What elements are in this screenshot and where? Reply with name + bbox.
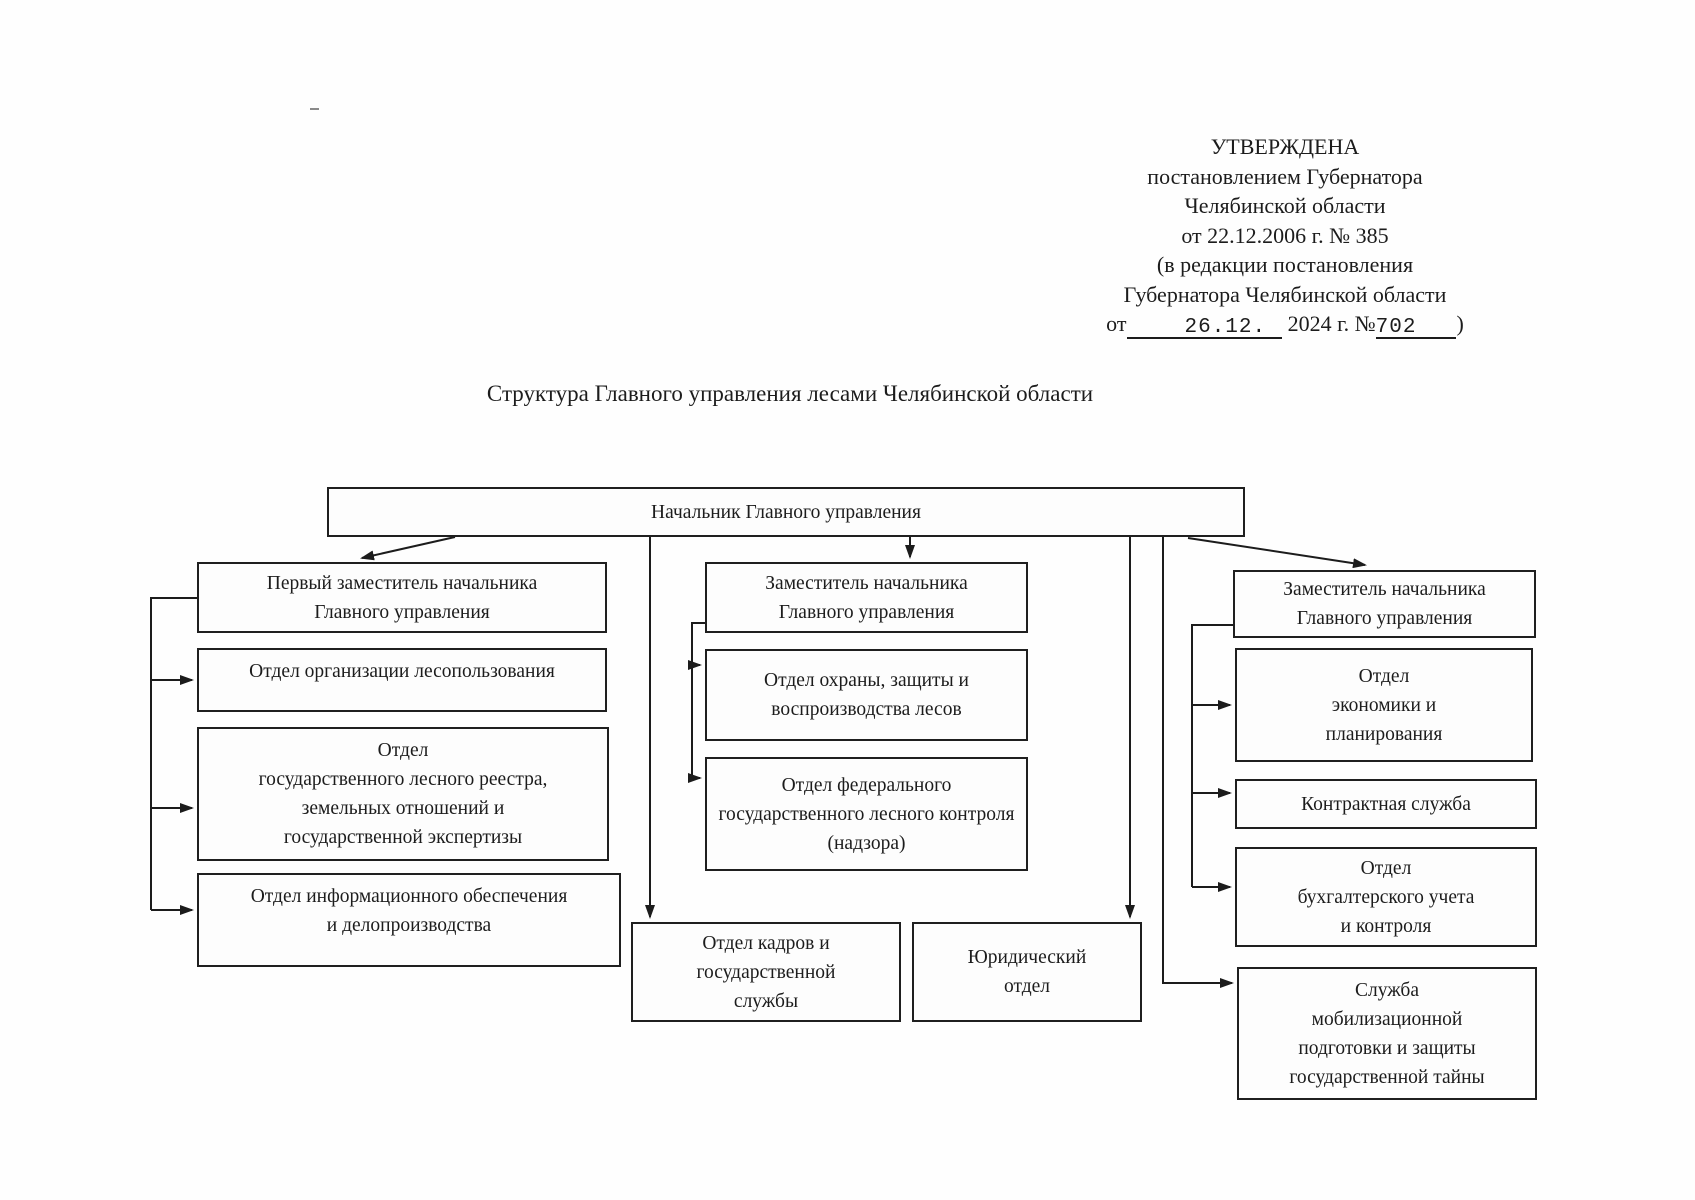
connector-head-to-deputy-right xyxy=(1187,537,1367,569)
org-node-contract-service: Контрактная служба xyxy=(1235,779,1537,829)
connector-head-to-mobilization xyxy=(1162,537,1234,988)
connector-head-to-first-deputy xyxy=(360,536,456,561)
org-node-info-dept: Отдел информационного обеспечения и дело… xyxy=(197,873,621,967)
connector-middle-spine xyxy=(691,622,705,778)
approval-fill-line: от 26.12. 2024 г. № 702 ) xyxy=(1055,309,1515,339)
approval-stamp: УТВЕРЖДЕНА постановлением Губернатора Че… xyxy=(1055,132,1515,339)
connector-right-spine xyxy=(1191,624,1233,887)
org-node-federal-control-dept: Отдел федерального государственного лесн… xyxy=(705,757,1028,871)
approval-number-typed: 702 xyxy=(1375,313,1417,339)
approval-line: Челябинской области xyxy=(1184,193,1386,218)
org-node-hr-dept: Отдел кадров и государственной службы xyxy=(631,922,901,1022)
connector-left-spine xyxy=(150,597,197,910)
approval-suffix: ) xyxy=(1456,311,1464,336)
approval-date-typed: 26.12. xyxy=(1184,313,1267,339)
org-node-deputy-middle: Заместитель начальника Главного управлен… xyxy=(705,562,1028,633)
chart-title: Структура Главного управления лесами Чел… xyxy=(486,381,1094,406)
org-node-registry-dept: Отдел государственного лесного реестра, … xyxy=(197,727,609,861)
org-node-accounting-dept: Отдел бухгалтерского учета и контроля xyxy=(1235,847,1537,947)
org-node-head: Начальник Главного управления xyxy=(327,487,1245,537)
org-node-legal-dept: Юридический отдел xyxy=(912,922,1142,1022)
blank-underline xyxy=(1126,313,1185,339)
approval-line: от 22.12.2006 г. № 385 xyxy=(1181,222,1389,248)
blank-underline xyxy=(1266,313,1283,339)
scan-artifact-dash xyxy=(310,108,319,110)
org-node-protection-dept: Отдел охраны, защиты и воспроизводства л… xyxy=(705,649,1028,741)
org-node-mobilization-service: Служба мобилизационной подготовки и защи… xyxy=(1237,967,1537,1100)
approval-line: Губернатора Челябинской области xyxy=(1123,281,1447,307)
org-node-first-deputy: Первый заместитель начальника Главного у… xyxy=(197,562,607,633)
approval-line: (в редакции постановления xyxy=(1156,252,1414,277)
org-node-forest-use-dept: Отдел организации лесопользования xyxy=(197,648,607,712)
approval-year-part: 2024 г. № xyxy=(1287,311,1376,336)
org-node-economics-dept: Отдел экономики и планирования xyxy=(1235,648,1533,762)
approval-line: УТВЕРЖДЕНА xyxy=(1210,134,1360,159)
blank-underline xyxy=(1416,313,1457,339)
approval-line: постановлением Губернатора xyxy=(1147,163,1423,189)
org-node-deputy-right: Заместитель начальника Главного управлен… xyxy=(1233,570,1536,638)
approval-prefix: от xyxy=(1106,311,1127,336)
